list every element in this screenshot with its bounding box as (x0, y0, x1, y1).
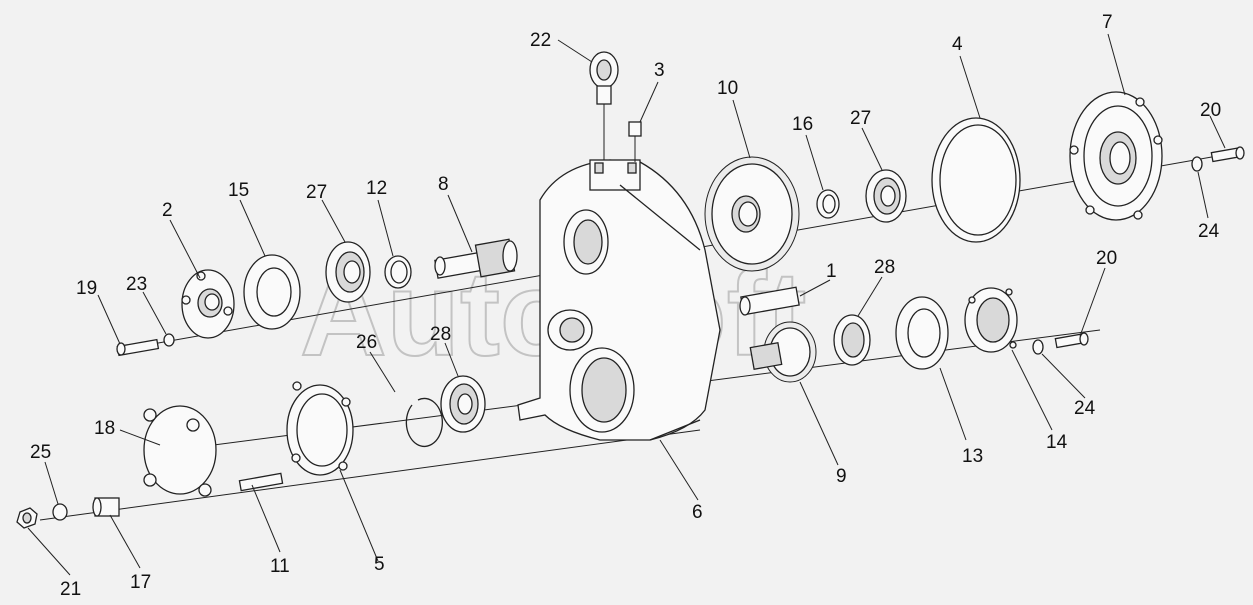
cover-7 (1069, 91, 1163, 221)
plug-3 (628, 121, 642, 162)
callout-20-lower: 20 (1096, 248, 1117, 269)
callout-13: 13 (962, 446, 983, 467)
bearing-28-left (440, 375, 486, 433)
callout-12: 12 (366, 178, 387, 199)
callout-17: 17 (130, 572, 151, 593)
callout-14: 14 (1046, 432, 1068, 453)
washer-24-upper (1191, 156, 1203, 172)
bolt-20-upper (1210, 146, 1245, 163)
spacer-17 (92, 497, 120, 517)
callout-1: 1 (826, 261, 837, 282)
callout-28-left: 28 (430, 324, 451, 345)
callout-6: 6 (692, 502, 703, 523)
bearing-27-right (865, 169, 907, 223)
callout-5: 5 (374, 554, 385, 575)
bolt-19 (116, 338, 160, 357)
callout-2: 2 (162, 200, 173, 221)
callout-9: 9 (836, 466, 847, 487)
callout-18: 18 (94, 418, 115, 439)
seal-12 (384, 255, 412, 289)
callout-22: 22 (530, 30, 551, 51)
spacer-16 (816, 189, 840, 219)
callout-26: 26 (356, 332, 377, 353)
callout-27-left: 27 (306, 182, 327, 203)
shaft-8 (434, 238, 518, 279)
washer-25 (52, 503, 68, 521)
callout-15: 15 (228, 180, 249, 201)
callout-labels: 1 2 3 4 5 6 7 8 9 10 11 12 13 14 15 16 1… (30, 12, 1221, 600)
callout-28-right: 28 (874, 257, 895, 278)
gasket-4 (931, 117, 1021, 243)
bearing-27-left (325, 241, 371, 303)
callout-8: 8 (438, 174, 449, 195)
gear-10 (704, 156, 800, 272)
nut-21 (16, 507, 38, 529)
cover-18 (143, 405, 217, 497)
callout-25: 25 (30, 442, 51, 463)
callout-4: 4 (952, 34, 963, 55)
callout-24-lower: 24 (1074, 398, 1096, 419)
bearing-cap-2 (181, 269, 235, 339)
gasket-5 (286, 381, 354, 476)
callout-3: 3 (654, 60, 665, 81)
leader-lines (27, 33, 1226, 576)
stud-11 (238, 472, 284, 492)
bushing-1 (739, 286, 800, 316)
callout-10: 10 (717, 78, 738, 99)
gear-9 (749, 321, 817, 383)
washer-24-lower (1032, 339, 1044, 355)
callout-24-upper: 24 (1198, 221, 1220, 242)
retaining-ring-26 (405, 397, 443, 448)
callout-20-upper: 20 (1200, 100, 1221, 121)
gasket-13 (895, 296, 949, 370)
callout-11: 11 (270, 556, 290, 577)
housing-6 (517, 159, 721, 441)
callout-23: 23 (126, 274, 147, 295)
callout-19: 19 (76, 278, 97, 299)
callout-16: 16 (792, 114, 813, 135)
cover-14 (964, 287, 1018, 353)
callout-7: 7 (1102, 12, 1113, 33)
lifting-eye-22 (589, 51, 619, 160)
callout-27-right: 27 (850, 108, 871, 129)
gasket-15 (243, 254, 301, 330)
callout-21: 21 (60, 579, 81, 600)
bearing-28-right (833, 314, 871, 366)
bolt-20-lower (1054, 332, 1089, 349)
washer-23 (163, 333, 175, 347)
